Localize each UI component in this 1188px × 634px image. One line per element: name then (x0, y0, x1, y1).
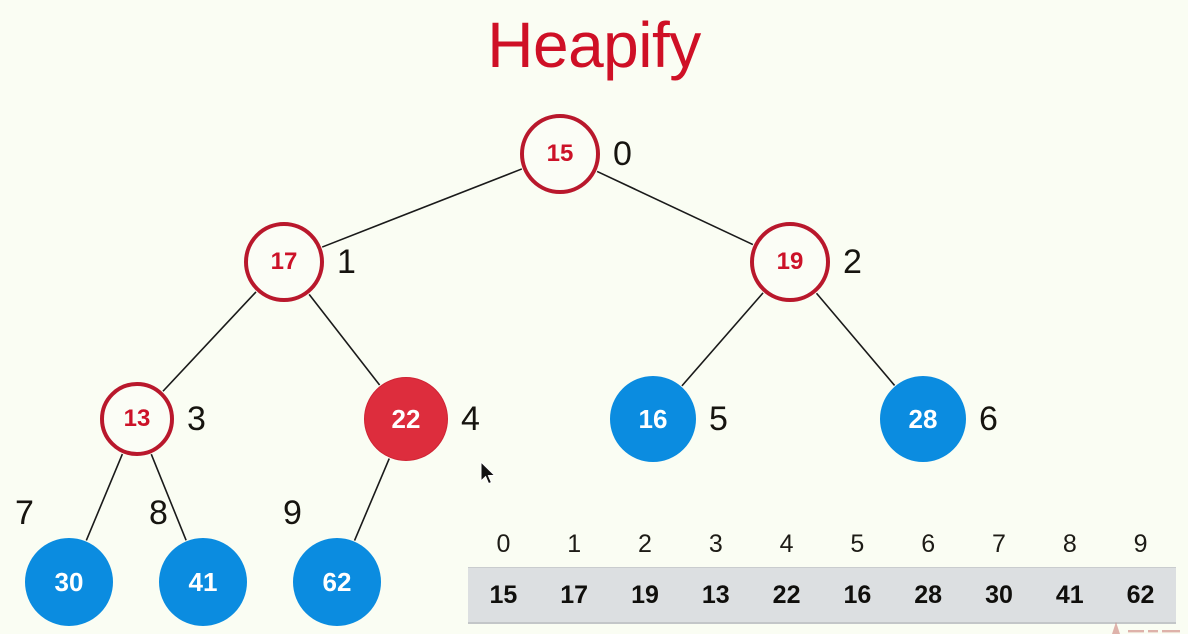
node-index-label-0: 0 (613, 135, 632, 173)
tree-node-value: 22 (391, 403, 421, 434)
mouse-pointer-icon (480, 462, 496, 485)
tree-edge (596, 170, 754, 246)
array-representation: 0 1 2 3 4 5 6 7 8 9 15 17 19 13 22 16 28 30 41 62 (468, 528, 1176, 624)
tree-node-value: 16 (638, 403, 668, 434)
array-index-cell: 9 (1133, 530, 1148, 558)
tree-node-value: 13 (123, 405, 151, 432)
array-value-cell[interactable]: 13 (701, 581, 730, 609)
tree-edge (815, 292, 896, 386)
tree-node-19[interactable]: 19 (750, 222, 830, 302)
tree-node-13[interactable]: 13 (100, 382, 174, 456)
tree-node-30[interactable]: 30 (25, 538, 113, 626)
node-index-label-3: 3 (187, 400, 206, 438)
tree-node-value: 17 (270, 248, 298, 275)
tree-edge (85, 453, 124, 541)
node-index-label-5: 5 (709, 400, 728, 438)
tree-node-value: 19 (776, 248, 804, 275)
array-value-cell[interactable]: 17 (560, 581, 589, 609)
array-index-cell: 4 (779, 530, 794, 558)
node-index-label-2: 2 (843, 243, 862, 281)
tree-edge (162, 291, 257, 392)
array-index-cell: 6 (921, 530, 936, 558)
array-index-cell: 5 (850, 530, 865, 558)
array-index-cell: 2 (638, 530, 652, 558)
node-index-label-6: 6 (979, 400, 998, 438)
tree-node-28[interactable]: 28 (880, 376, 966, 462)
tree-node-17[interactable]: 17 (244, 222, 324, 302)
page-title: Heapify (487, 9, 701, 81)
tree-node-62[interactable]: 62 (293, 538, 381, 626)
array-index-cell: 3 (708, 530, 723, 558)
tree-node-value: 28 (908, 403, 938, 434)
node-index-label-7: 7 (15, 494, 34, 532)
array-value-cell[interactable]: 41 (1055, 581, 1084, 609)
tree-node-41[interactable]: 41 (159, 538, 247, 626)
array-value-cell[interactable]: 30 (985, 581, 1013, 609)
tree-edge (321, 168, 523, 248)
node-index-label-1: 1 (337, 243, 356, 281)
tree-node-value: 62 (322, 566, 352, 597)
tree-edge (308, 293, 381, 386)
array-value-row: 15 17 19 13 22 16 28 30 41 62 (468, 567, 1176, 624)
node-index-label-9: 9 (283, 494, 302, 532)
tree-node-16[interactable]: 16 (610, 376, 696, 462)
array-index-cell: 0 (496, 530, 511, 558)
array-index-cell: 1 (567, 530, 582, 558)
array-value-cell[interactable]: 19 (631, 581, 659, 609)
tree-node-value: 30 (54, 566, 84, 597)
array-value-cell[interactable]: 16 (843, 581, 872, 609)
array-value-cell[interactable]: 15 (489, 581, 518, 609)
array-index-row: 0 1 2 3 4 5 6 7 8 9 (468, 528, 1176, 564)
array-value-cell[interactable]: 62 (1126, 581, 1155, 609)
tree-node-15[interactable]: 15 (520, 114, 600, 194)
tree-edge (681, 292, 764, 387)
node-index-label-8: 8 (149, 494, 168, 532)
tree-edge (353, 458, 390, 541)
array-value-cell[interactable]: 28 (914, 581, 943, 609)
array-value-cell[interactable]: 22 (772, 581, 801, 609)
node-index-label-4: 4 (461, 400, 480, 438)
tree-node-22[interactable]: 22 (364, 377, 448, 461)
tree-node-value: 15 (546, 140, 574, 167)
array-index-cell: 8 (1062, 530, 1077, 558)
tree-node-value: 41 (188, 566, 218, 597)
array-index-cell: 7 (992, 530, 1006, 558)
